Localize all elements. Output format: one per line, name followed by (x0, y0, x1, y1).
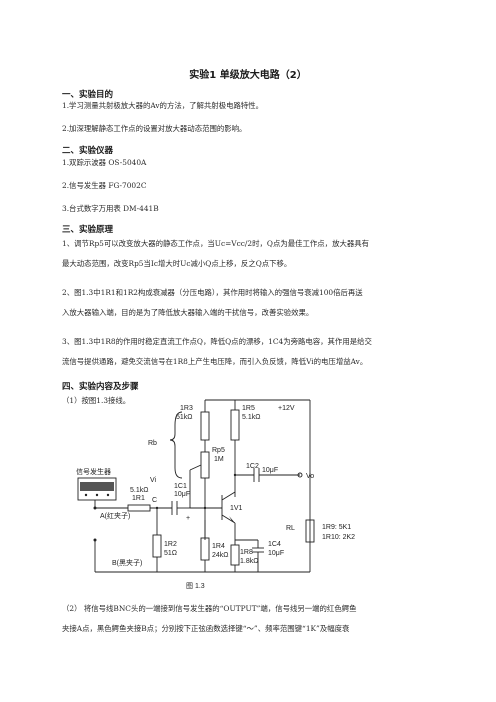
heading-instruments: 二、实验仪器 (62, 146, 114, 156)
label-r1: 1R1 (132, 495, 145, 502)
label-r8: 1R8 (240, 549, 253, 556)
label-c2-value: 10μF (262, 467, 278, 474)
label-vcc: +12V (278, 405, 295, 412)
text-line: 最大动态范围，改变Rp5当Ic增大时Uc减小Q点上移，反之Q点下移。 (62, 258, 292, 268)
purpose-item-1: 1.学习测量共射极放大器的Av的方法，了解共射极电路特性。 (62, 101, 264, 110)
label-c2: 1C2 (246, 463, 259, 470)
label-rl: RL (286, 525, 295, 532)
text-line: （2） 将信号线BNC头的一端接到信号发生器的“OUTPUT”端，信号线另一端的… (62, 604, 357, 613)
label-r2: 1R2 (164, 541, 177, 548)
label-r4: 1R4 (212, 543, 225, 550)
instrument-item-1: 1.双踪示波器 OS-5040A (62, 158, 147, 167)
page-title: 实验1 单级放大电路（2） (189, 70, 307, 81)
label-rl-option-1: 1R9: 5K1 (322, 524, 351, 531)
text-line: 2、图1.3中1R1和1R2构成衰减器（分压电路），其作用时将输入的强信号衰减1… (62, 288, 363, 297)
label-rb: Rb (148, 440, 157, 447)
heading-procedure: 四、实验内容及步骤 (62, 382, 139, 392)
label-signal-generator: 信号发生器 (76, 467, 111, 476)
label-c1: 1C1 (174, 483, 187, 490)
label-c4: 1C4 (268, 541, 281, 548)
instrument-item-3: 3.台式数字万用表 DM-441B (62, 204, 159, 213)
text-line: 1、调节Rp5可以改变放大器的静态工作点，当Uc=Vcc/2时，Q点为最佳工作点… (62, 239, 370, 248)
procedure-step-1: （1）按图1.3接线。 (62, 396, 131, 405)
procedure-step-2: （2） 将信号线BNC头的一端接到信号发生器的“OUTPUT”端，信号线另一端的… (62, 599, 438, 638)
label-plus: + (186, 515, 190, 522)
label-c4-value: 10μF (268, 550, 284, 557)
label-vo: Vo (306, 473, 314, 480)
label-b-clip: B(黑夹子) (112, 558, 142, 567)
purpose-item-2: 2.加深理解静态工作点的设置对放大器动态范围的影响。 (62, 124, 247, 133)
label-v1: 1V1 (230, 505, 243, 512)
principle-paragraph-2: 2、图1.3中1R1和1R2构成衰减器（分压电路），其作用时将输入的强信号衰减1… (62, 283, 438, 322)
label-r3: 1R3 (180, 405, 193, 412)
label-rp5: Rp5 (212, 447, 225, 454)
label-r2-value: 51Ω (164, 550, 177, 557)
heading-principle: 三、实验原理 (62, 225, 114, 235)
heading-purpose: 一、实验目的 (62, 90, 114, 100)
text-line: 夹接A点，黑色鳄鱼夹接B点；分别按下正弦函数选择键“～”、频率范围键“1K”及幅… (62, 623, 350, 633)
label-r5: 1R5 (242, 405, 255, 412)
label-rl-option-2: 1R10: 2K2 (322, 534, 355, 541)
label-vi: Vi (150, 477, 157, 484)
text-line: 3、图1.3中1R8的作用时稳定直流工作点Q，降低Q点的漂移，1C4为旁路电容，… (62, 337, 372, 346)
figure-caption: 图 1.3 (186, 582, 205, 590)
text-line: 入放大器输入端，目的是为了降低放大器输入端的干扰信号，改善实验效果。 (62, 307, 314, 317)
label-r4-value: 24kΩ (212, 552, 229, 559)
label-node-c: C (152, 497, 157, 504)
label-r1-value: 5.1kΩ (130, 487, 148, 494)
text-line: 流信号提供通路，避免交流信号在1R8上产生电压降，而引入负反馈，降低Vi的电压增… (62, 356, 368, 366)
label-r5-value: 5.1kΩ (242, 414, 260, 421)
principle-paragraph-1: 1、调节Rp5可以改变放大器的静态工作点，当Uc=Vcc/2时，Q点为最佳工作点… (62, 234, 438, 273)
label-c1-value: 10μF (174, 491, 190, 498)
instrument-item-2: 2.信号发生器 FG-7002C (62, 181, 147, 190)
label-r3-value: 51kΩ (176, 414, 193, 421)
label-a-clip: A(红夹子) (100, 511, 130, 520)
principle-paragraph-3: 3、图1.3中1R8的作用时稳定直流工作点Q，降低Q点的漂移，1C4为旁路电容，… (62, 332, 438, 371)
label-r8-value: 1.8kΩ (240, 558, 258, 565)
label-rp5-value: 1M (214, 456, 224, 463)
